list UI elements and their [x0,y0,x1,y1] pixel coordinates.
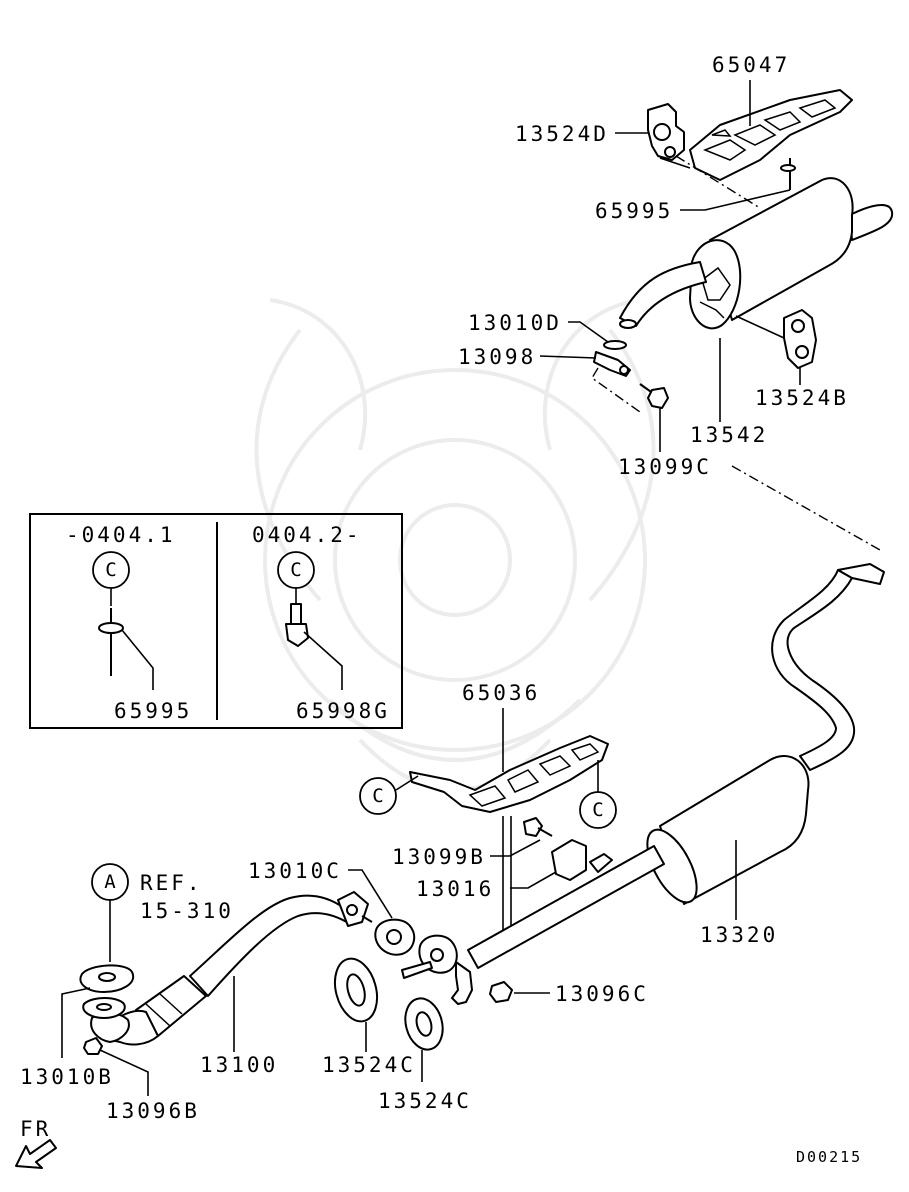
leader-13010b [61,987,91,1058]
clamp-13098 [593,351,631,377]
inset-right-circle-letter: C [290,559,301,581]
label-13010b: 13010B [20,1065,114,1089]
leader-13524b-arm [735,315,785,339]
heat-shield-circle-left-letter: C [372,785,383,807]
hanger-rubber-13524c-a [333,957,379,1023]
heat-shield-circle-left [359,777,397,815]
leader-13096b [99,1049,149,1096]
label-13096c: 13096C [555,982,649,1006]
inset-left-circle-letter: C [105,559,116,581]
leader-13099b [490,839,541,857]
label-13010d: 13010D [468,311,562,335]
front-direction-indicator: FR [15,1117,57,1169]
label-13098: 13098 [458,345,536,369]
ref-label-line1: REF. [140,871,203,895]
label-13016: 13016 [416,877,494,901]
bracket-13016 [551,839,613,881]
nut-13096c [489,981,513,1003]
hanger-rubber-13524c-b [404,997,444,1051]
heat-shield-pin [780,158,796,190]
label-13100: 13100 [200,1053,278,1077]
main-muffler [619,177,894,330]
center-pipe-resonator [467,563,885,969]
label-13524d: 13524D [515,122,609,146]
label-13524b: 13524B [755,386,849,410]
label-65995: 65995 [595,199,673,223]
label-13010c: 13010C [248,859,342,883]
label-65036: 65036 [462,681,540,705]
label-13320: 13320 [700,923,778,947]
label-13524c-b: 13524C [378,1089,472,1113]
bolt-13099c [639,383,669,409]
front-pipe [90,891,373,1046]
gasket-13010d [603,340,627,350]
inset-box: -0404.1 C 65995 0404.2- C 65998G [29,513,403,729]
front-heat-shield [409,735,609,813]
hanger-rubber-13524b [783,309,817,369]
label-13099c: 13099C [618,455,712,479]
label-13099b: 13099B [392,845,486,869]
label-13096b: 13096B [106,1099,200,1123]
heat-shield-circle-right-letter: C [592,799,603,821]
leader-13098 [539,355,597,359]
inset-right-part: 65998G [296,699,390,723]
leader-13016 [510,871,557,889]
nut-13096b [83,1037,103,1055]
front-arrow-icon [15,1139,57,1169]
label-13524c-a: 13524C [322,1053,416,1077]
diagram-code: D00215 [796,1148,862,1166]
label-13542: 13542 [690,423,768,447]
flange-assembly [401,934,473,1005]
gasket-13010b [79,964,135,1019]
hanger-rubber-13524d [647,103,685,161]
front-indicator-label: FR [20,1117,51,1141]
bolt-13099b [523,817,553,837]
ref-label-line2: 15-310 [140,899,234,923]
dashline-13524d [675,155,761,209]
leader-65995 [680,189,791,211]
dashline-connection [731,465,881,551]
leader-13010c [348,869,393,919]
ref-circle-a-letter: A [104,871,116,893]
leader-13010d [568,321,609,343]
dashline-13098 [591,367,641,413]
label-65047: 65047 [712,53,790,77]
inset-left-part: 65995 [114,699,192,723]
rear-heat-shield [659,89,853,181]
inset-left-range: -0404.1 [66,523,176,547]
inset-right-range: 0404.2- [252,523,362,547]
gasket-13010c [374,918,416,956]
